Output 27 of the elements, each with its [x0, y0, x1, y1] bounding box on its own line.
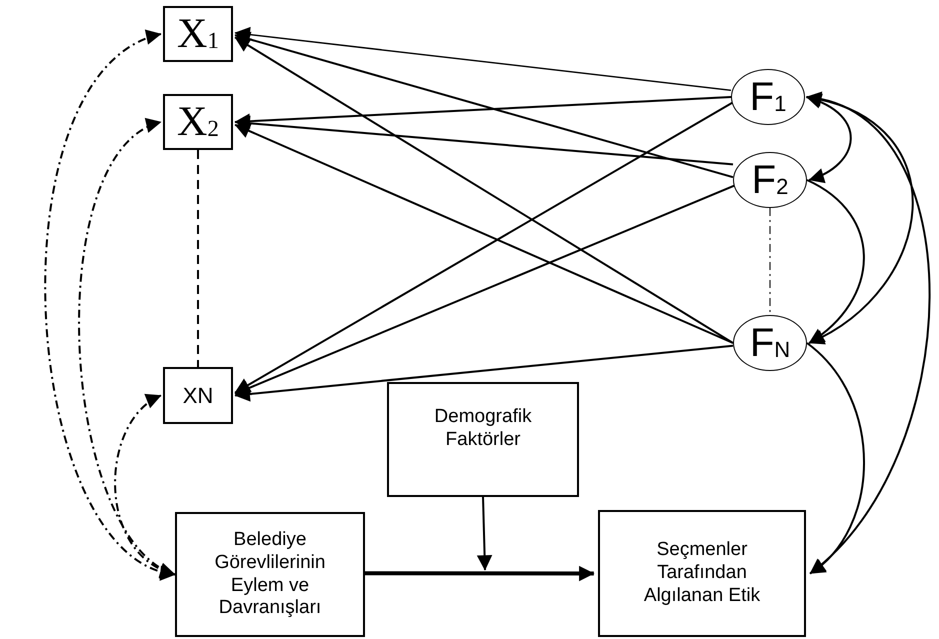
variable-box [163, 94, 233, 150]
arrow [476, 496, 492, 571]
arrow [234, 102, 733, 394]
variable-box [598, 510, 806, 637]
variable-box [175, 512, 365, 637]
arrow [234, 32, 734, 178]
connector-line [197, 150, 199, 367]
arrow [806, 94, 852, 182]
arrow [234, 344, 734, 402]
node-label: XN [182, 384, 214, 406]
node-label: Seçmenler Tarafından Algılanan Etik [642, 539, 762, 608]
node-label: Demografik Faktörler [433, 406, 533, 452]
variable-box [163, 6, 233, 62]
arrow [806, 96, 930, 574]
node-label: Belediye Görevlilerinin Eylem ve Davranışları [214, 528, 326, 620]
variable-box [387, 382, 579, 497]
arrow [234, 26, 732, 91]
arrow [365, 566, 594, 582]
variable-box [163, 367, 233, 424]
arrow [806, 93, 914, 344]
arrow [234, 96, 732, 129]
arrow [234, 124, 734, 344]
arrow [806, 179, 865, 344]
arrow [234, 184, 735, 396]
arrow [806, 342, 865, 574]
arrow [234, 116, 734, 166]
arrow [234, 36, 734, 344]
